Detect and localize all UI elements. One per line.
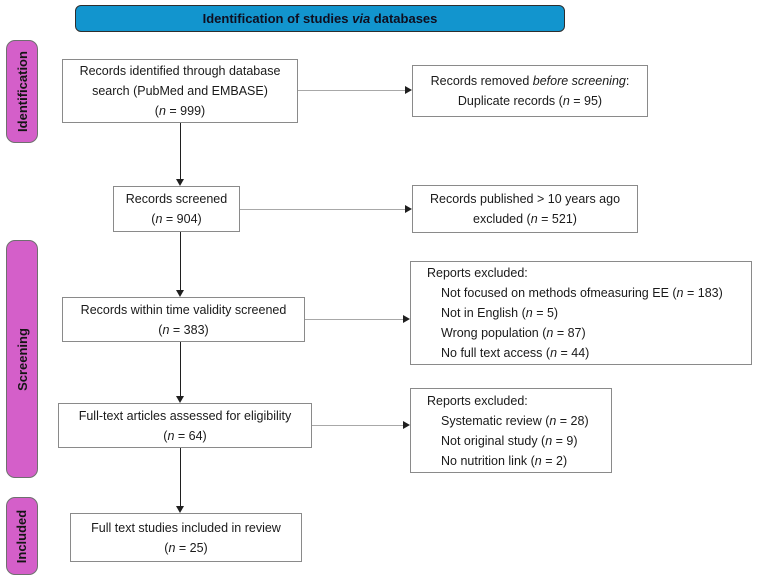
text-line: Records published > 10 years ago <box>429 192 621 206</box>
text-line: excluded (n = 521) <box>473 212 577 226</box>
arrow-right-to-published-excluded <box>240 205 412 213</box>
box-removed-before-screening: Records removed before screening: Duplic… <box>412 65 648 117</box>
box-records-screened: Records screened (n = 904) <box>113 186 240 232</box>
arrow-down-screened-to-timevalidity <box>176 232 184 297</box>
text-line: (n = 904) <box>151 212 202 226</box>
text-line: Reports excluded: <box>427 266 528 280</box>
text-line: No full text access (n = 44) <box>441 346 590 360</box>
text-line: Wrong population (n = 87) <box>441 326 586 340</box>
text-line: (n = 64) <box>163 428 207 443</box>
text-line: Duplicate records (n = 95) <box>457 94 603 108</box>
text-line: Full-text articles assessed for eligibil… <box>78 408 292 423</box>
stage-label-text: Included <box>14 509 30 563</box>
text-line: Records removed before screening: <box>430 74 630 88</box>
text-line: Records within time validity screened <box>80 302 287 317</box>
stage-label-identification: Identification <box>6 40 38 143</box>
arrow-right-to-reports-excluded-eligibility <box>312 421 410 429</box>
text-line: Reports excluded: <box>427 393 528 408</box>
text-line: (n = 383) <box>158 322 209 337</box>
text-line: No nutrition link (n = 2) <box>441 453 568 468</box>
arrow-down-identified-to-screened <box>176 123 184 186</box>
text-line: Not focused on methods ofmeasuring EE (n… <box>441 286 723 300</box>
box-reports-excluded-screening: Reports excluded: Not focused on methods… <box>410 261 752 365</box>
stage-label-text: Screening <box>14 327 30 391</box>
box-fulltext-assessed: Full-text articles assessed for eligibil… <box>58 403 312 448</box>
text-line: Systematic review (n = 28) <box>441 413 589 428</box>
stage-label-screening: Screening <box>6 240 38 478</box>
text-line: search (PubMed and EMBASE) <box>92 84 268 98</box>
text-line: Not in English (n = 5) <box>441 306 559 320</box>
arrow-right-to-removed-before-screening <box>298 86 412 94</box>
text-line: Full text studies included in review <box>91 520 281 535</box>
text-line: Records screened <box>125 192 228 206</box>
arrow-down-timevalidity-to-fulltext <box>176 342 184 403</box>
header-banner: Identification of studies via databases <box>75 5 565 32</box>
box-records-identified: Records identified through database sear… <box>62 59 298 123</box>
stage-label-included: Included <box>6 497 38 575</box>
box-included-in-review: Full text studies included in review (n … <box>70 513 302 562</box>
text-line: (n = 25) <box>164 540 208 555</box>
box-published-excluded: Records published > 10 years ago exclude… <box>412 185 638 233</box>
header-title: Identification of studies via databases <box>202 11 438 26</box>
stage-label-text: Identification <box>14 51 30 132</box>
text-line: (n = 999) <box>154 104 206 118</box>
box-reports-excluded-eligibility: Reports excluded: Systematic review (n =… <box>410 388 612 473</box>
text-line: Records identified through database <box>79 64 281 78</box>
arrow-down-fulltext-to-included <box>176 448 184 513</box>
text-line: Not original study (n = 9) <box>441 433 578 448</box>
arrow-right-to-reports-excluded-screening <box>305 315 410 323</box>
box-time-validity-screened: Records within time validity screened (n… <box>62 297 305 342</box>
